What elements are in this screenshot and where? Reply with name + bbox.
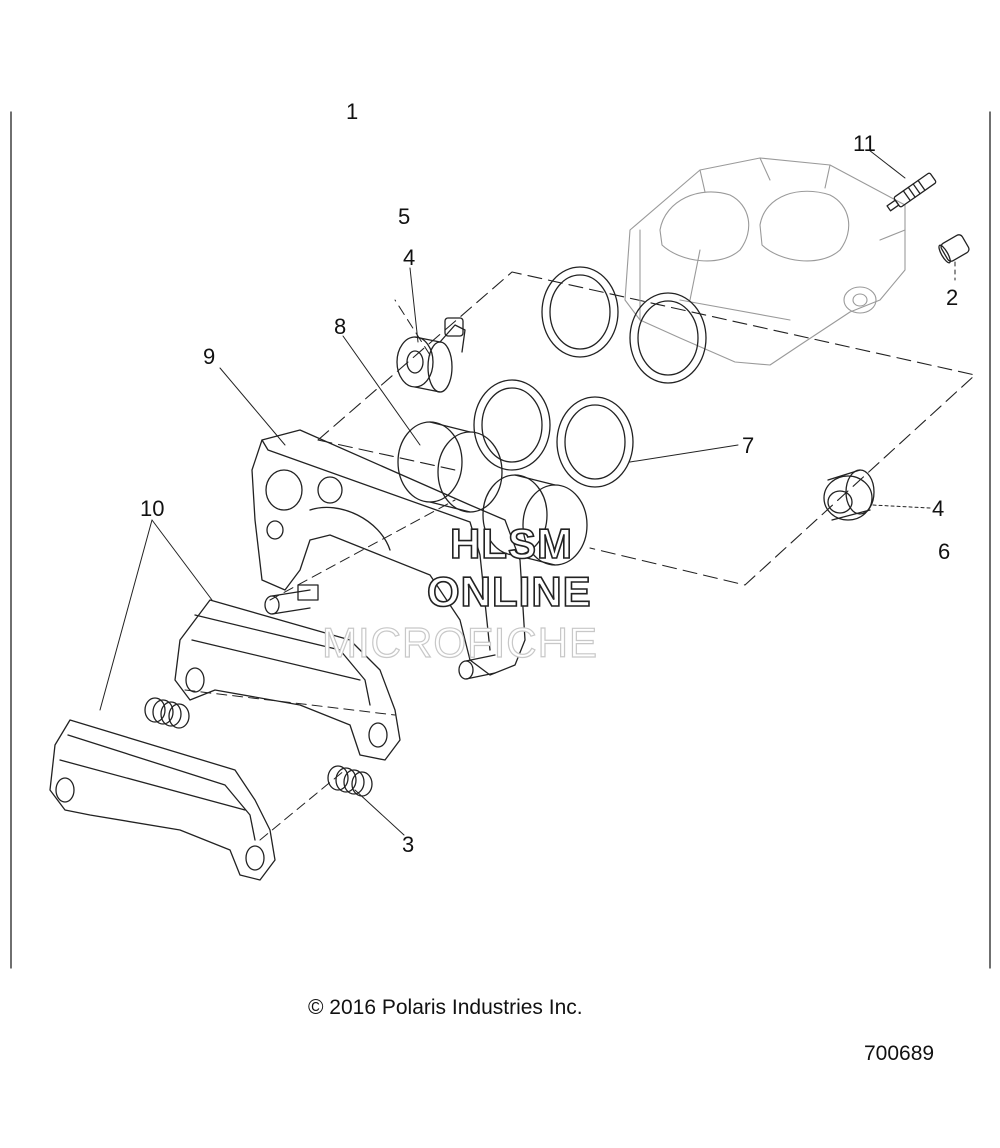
callout-5: 5 xyxy=(398,204,411,229)
callout-4-upper: 4 xyxy=(403,245,416,270)
callout-2: 2 xyxy=(946,285,959,310)
callout-8: 8 xyxy=(334,314,347,339)
piston-dash-line xyxy=(394,299,431,356)
pad-dash-line-upper xyxy=(184,689,396,716)
bleeder-screw xyxy=(886,172,937,212)
callout-4-right: 4 xyxy=(932,496,945,521)
pad-dash-line-lower xyxy=(259,769,346,841)
bleeder-cap xyxy=(938,234,970,264)
assembly-dashed-outline xyxy=(317,271,976,586)
caliper-bracket xyxy=(251,429,526,680)
brake-pad-inner xyxy=(174,599,401,761)
copyright-text: © 2016 Polaris Industries Inc. xyxy=(308,996,583,1019)
figure-id: 700689 xyxy=(864,1042,935,1065)
watermark-microfiche: MICROFICHE xyxy=(321,619,598,666)
piston-seals xyxy=(473,266,707,488)
caliper-body xyxy=(624,157,906,366)
watermark-hlsm: HLSM xyxy=(449,520,573,567)
pad-springs xyxy=(144,697,373,797)
guide-bushing-upper xyxy=(396,317,466,393)
bolt-dash-line xyxy=(269,499,456,601)
callout-11: 11 xyxy=(853,131,876,156)
callout-3: 3 xyxy=(402,832,415,857)
pistons xyxy=(397,421,588,566)
callout-1: 1 xyxy=(346,99,359,124)
leader-lines xyxy=(99,149,956,836)
callout-9: 9 xyxy=(203,344,216,369)
callout-6: 6 xyxy=(938,539,951,564)
guide-bushing-right xyxy=(823,469,875,521)
watermark-online: ONLINE xyxy=(426,568,592,615)
callout-7: 7 xyxy=(742,433,755,458)
callout-10: 10 xyxy=(140,496,165,521)
brake-pad-outer xyxy=(49,719,276,881)
